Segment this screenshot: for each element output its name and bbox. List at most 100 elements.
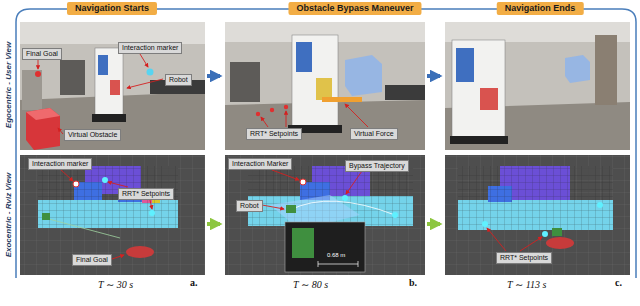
user-view-photo bbox=[292, 35, 338, 127]
callout-label: RRT* Setpoints bbox=[122, 190, 170, 198]
flow-arrow bbox=[427, 222, 440, 226]
leader-line bbox=[286, 111, 287, 127]
user-view-photo bbox=[284, 105, 288, 109]
user-view-photo bbox=[445, 22, 630, 150]
leader-line bbox=[272, 170, 299, 180]
leader-line bbox=[58, 128, 63, 134]
user-view-photo bbox=[35, 71, 41, 77]
user-view-photo bbox=[385, 85, 425, 100]
user-view-photo bbox=[20, 22, 205, 44]
rviz-view bbox=[149, 210, 155, 216]
view-panel: T ∼ 80 sb.Interaction MarkerBypass Traje… bbox=[225, 155, 425, 293]
rviz-view bbox=[445, 155, 630, 275]
dimension-label: 0.68 m bbox=[326, 252, 346, 259]
rviz-view bbox=[20, 155, 205, 275]
user-view-photo bbox=[445, 22, 630, 150]
callout-box: Robot bbox=[236, 200, 263, 212]
leader-line bbox=[38, 54, 542, 259]
frame-line bbox=[16, 9, 636, 278]
callout-label: Interaction marker bbox=[32, 160, 88, 168]
rviz-view bbox=[126, 246, 154, 258]
user-view-photo bbox=[225, 22, 425, 150]
user-view-photo bbox=[565, 55, 590, 83]
leader-line bbox=[262, 205, 284, 209]
rviz-view bbox=[445, 155, 630, 275]
user-view-photo bbox=[450, 136, 508, 144]
flow-arrow bbox=[427, 74, 440, 78]
view-label: Egocentric - User View bbox=[4, 20, 14, 150]
callout-label: Interaction marker bbox=[122, 44, 178, 52]
flow-arrow bbox=[207, 74, 220, 78]
callout-box: Interaction marker bbox=[28, 158, 92, 170]
user-view-photo bbox=[110, 80, 120, 95]
user-view-photo bbox=[147, 69, 154, 76]
rviz-view bbox=[342, 195, 348, 201]
user-view-photo bbox=[60, 60, 85, 95]
callout-box: Robot bbox=[165, 74, 192, 86]
user-view-photo bbox=[316, 78, 332, 100]
callout-label: Virtual Force bbox=[354, 130, 394, 138]
rviz-view bbox=[20, 155, 205, 275]
rviz-view bbox=[445, 155, 630, 275]
user-view-photo bbox=[230, 62, 260, 102]
rviz-view bbox=[45, 218, 120, 238]
panel-letter: a. bbox=[190, 277, 198, 289]
leader-line bbox=[38, 60, 39, 69]
callout-label: Interaction Marker bbox=[232, 160, 288, 168]
user-view-photo bbox=[92, 114, 126, 122]
user-view-photo bbox=[22, 70, 42, 110]
view-panel: T ∼ 113 sc.RRT* Setpoints bbox=[445, 155, 630, 293]
callout-label: Robot bbox=[169, 76, 188, 84]
callout-label: Virtual Obstacle bbox=[68, 131, 117, 139]
callout-box: Bypass Trajectory bbox=[345, 160, 409, 172]
leader-line bbox=[150, 200, 152, 209]
user-view-photo bbox=[225, 22, 425, 150]
rviz-view bbox=[458, 166, 613, 230]
panel-heading: Navigation Ends bbox=[497, 2, 584, 15]
callout-box: Interaction Marker bbox=[228, 158, 292, 170]
user-view-photo bbox=[270, 108, 274, 112]
callout-box: RRT* Setpoints bbox=[496, 252, 552, 264]
rviz-view bbox=[20, 155, 205, 275]
callout-box: Final Goal bbox=[72, 254, 112, 266]
leader-line bbox=[112, 255, 124, 259]
callout-label: RRT* Setpoints bbox=[250, 130, 298, 138]
user-view-photo bbox=[595, 35, 617, 105]
callout-box: RRT* Setpoints bbox=[118, 188, 174, 200]
rviz-view bbox=[482, 221, 488, 227]
callout-box: Interaction marker bbox=[118, 42, 182, 54]
rviz-view bbox=[225, 155, 425, 275]
view-panel: Obstacle Bypass ManeuverRRT* SetpointsVi… bbox=[225, 2, 425, 150]
leader-line bbox=[261, 117, 268, 127]
rviz-view bbox=[286, 205, 296, 213]
callout-box: RRT* Setpoints bbox=[246, 128, 302, 140]
user-view-photo bbox=[456, 48, 474, 82]
callout-label: Robot bbox=[240, 202, 259, 210]
user-view-photo bbox=[345, 55, 382, 96]
user-view-photo bbox=[20, 22, 205, 150]
view-panel: Navigation Ends bbox=[445, 2, 630, 150]
leader-line bbox=[127, 79, 163, 88]
callout-label: Final Goal bbox=[26, 50, 58, 58]
user-view-photo bbox=[256, 112, 260, 116]
leader-line bbox=[60, 169, 73, 181]
user-view-photo bbox=[480, 88, 498, 110]
leader-line bbox=[108, 182, 128, 187]
user-view-photo bbox=[98, 55, 108, 75]
user-view-photo bbox=[26, 108, 60, 150]
time-label: T ∼ 30 s bbox=[98, 279, 133, 291]
rviz-view bbox=[546, 237, 574, 249]
rviz-view bbox=[542, 231, 548, 237]
rviz-view bbox=[102, 177, 108, 183]
view-panel: T ∼ 30 s a. Interaction markerRRT* Setpoin… bbox=[20, 155, 205, 293]
callout-label: Bypass Trajectory bbox=[349, 162, 405, 170]
rviz-view bbox=[285, 222, 365, 272]
user-view-photo bbox=[452, 40, 505, 138]
rviz-view bbox=[42, 213, 50, 220]
user-view-photo bbox=[296, 42, 312, 72]
rviz-view bbox=[552, 228, 562, 236]
rviz-view bbox=[392, 212, 398, 218]
view-panel: Navigation StartsFinal GoalInteraction m… bbox=[20, 2, 205, 150]
user-view-photo bbox=[26, 108, 60, 120]
